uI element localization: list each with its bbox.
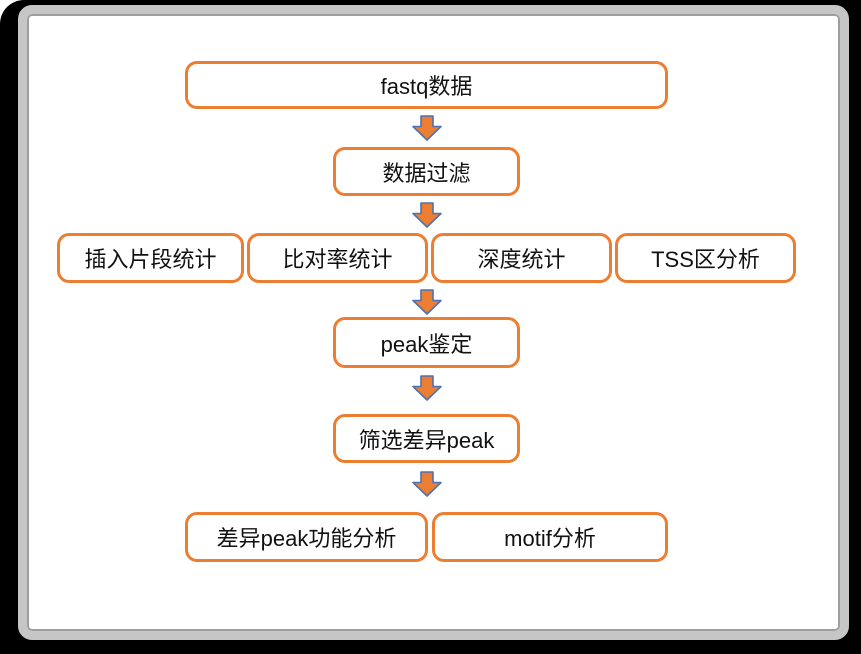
down-arrow-icon (412, 289, 442, 315)
flow-node-label: 差异peak功能分析 (216, 526, 397, 551)
flow-node-label: 筛选差异peak (358, 427, 495, 453)
down-arrow-icon (412, 375, 442, 401)
flow-node-insert-stats: 插入片段统计 (57, 233, 244, 283)
flow-node-label: 插入片段统计 (84, 247, 217, 272)
flow-node-diff-peak-function: 差异peak功能分析 (185, 512, 428, 562)
down-arrow-icon (412, 202, 442, 228)
flow-node-label: fastq数据 (380, 74, 473, 99)
flow-node-fastq: fastq数据 (185, 61, 668, 109)
down-arrow-icon (412, 471, 442, 497)
flow-node-peak: peak鉴定 (333, 317, 520, 368)
down-arrow-icon (412, 115, 442, 141)
flow-node-label: peak鉴定 (380, 331, 473, 357)
flow-node-tss: TSS区分析 (615, 233, 796, 283)
flow-node-label: 深度统计 (477, 247, 566, 272)
flow-node-filter: 数据过滤 (333, 147, 520, 196)
flow-node-label: TSS区分析 (651, 247, 760, 272)
flow-node-label: 比对率统计 (282, 247, 393, 272)
flow-node-label: motif分析 (504, 526, 596, 551)
flow-node-align-stats: 比对率统计 (247, 233, 428, 283)
flow-node-diff-peak: 筛选差异peak (333, 414, 520, 463)
flow-node-label: 数据过滤 (382, 160, 471, 186)
flow-node-depth-stats: 深度统计 (431, 233, 612, 283)
flow-node-motif: motif分析 (432, 512, 668, 562)
